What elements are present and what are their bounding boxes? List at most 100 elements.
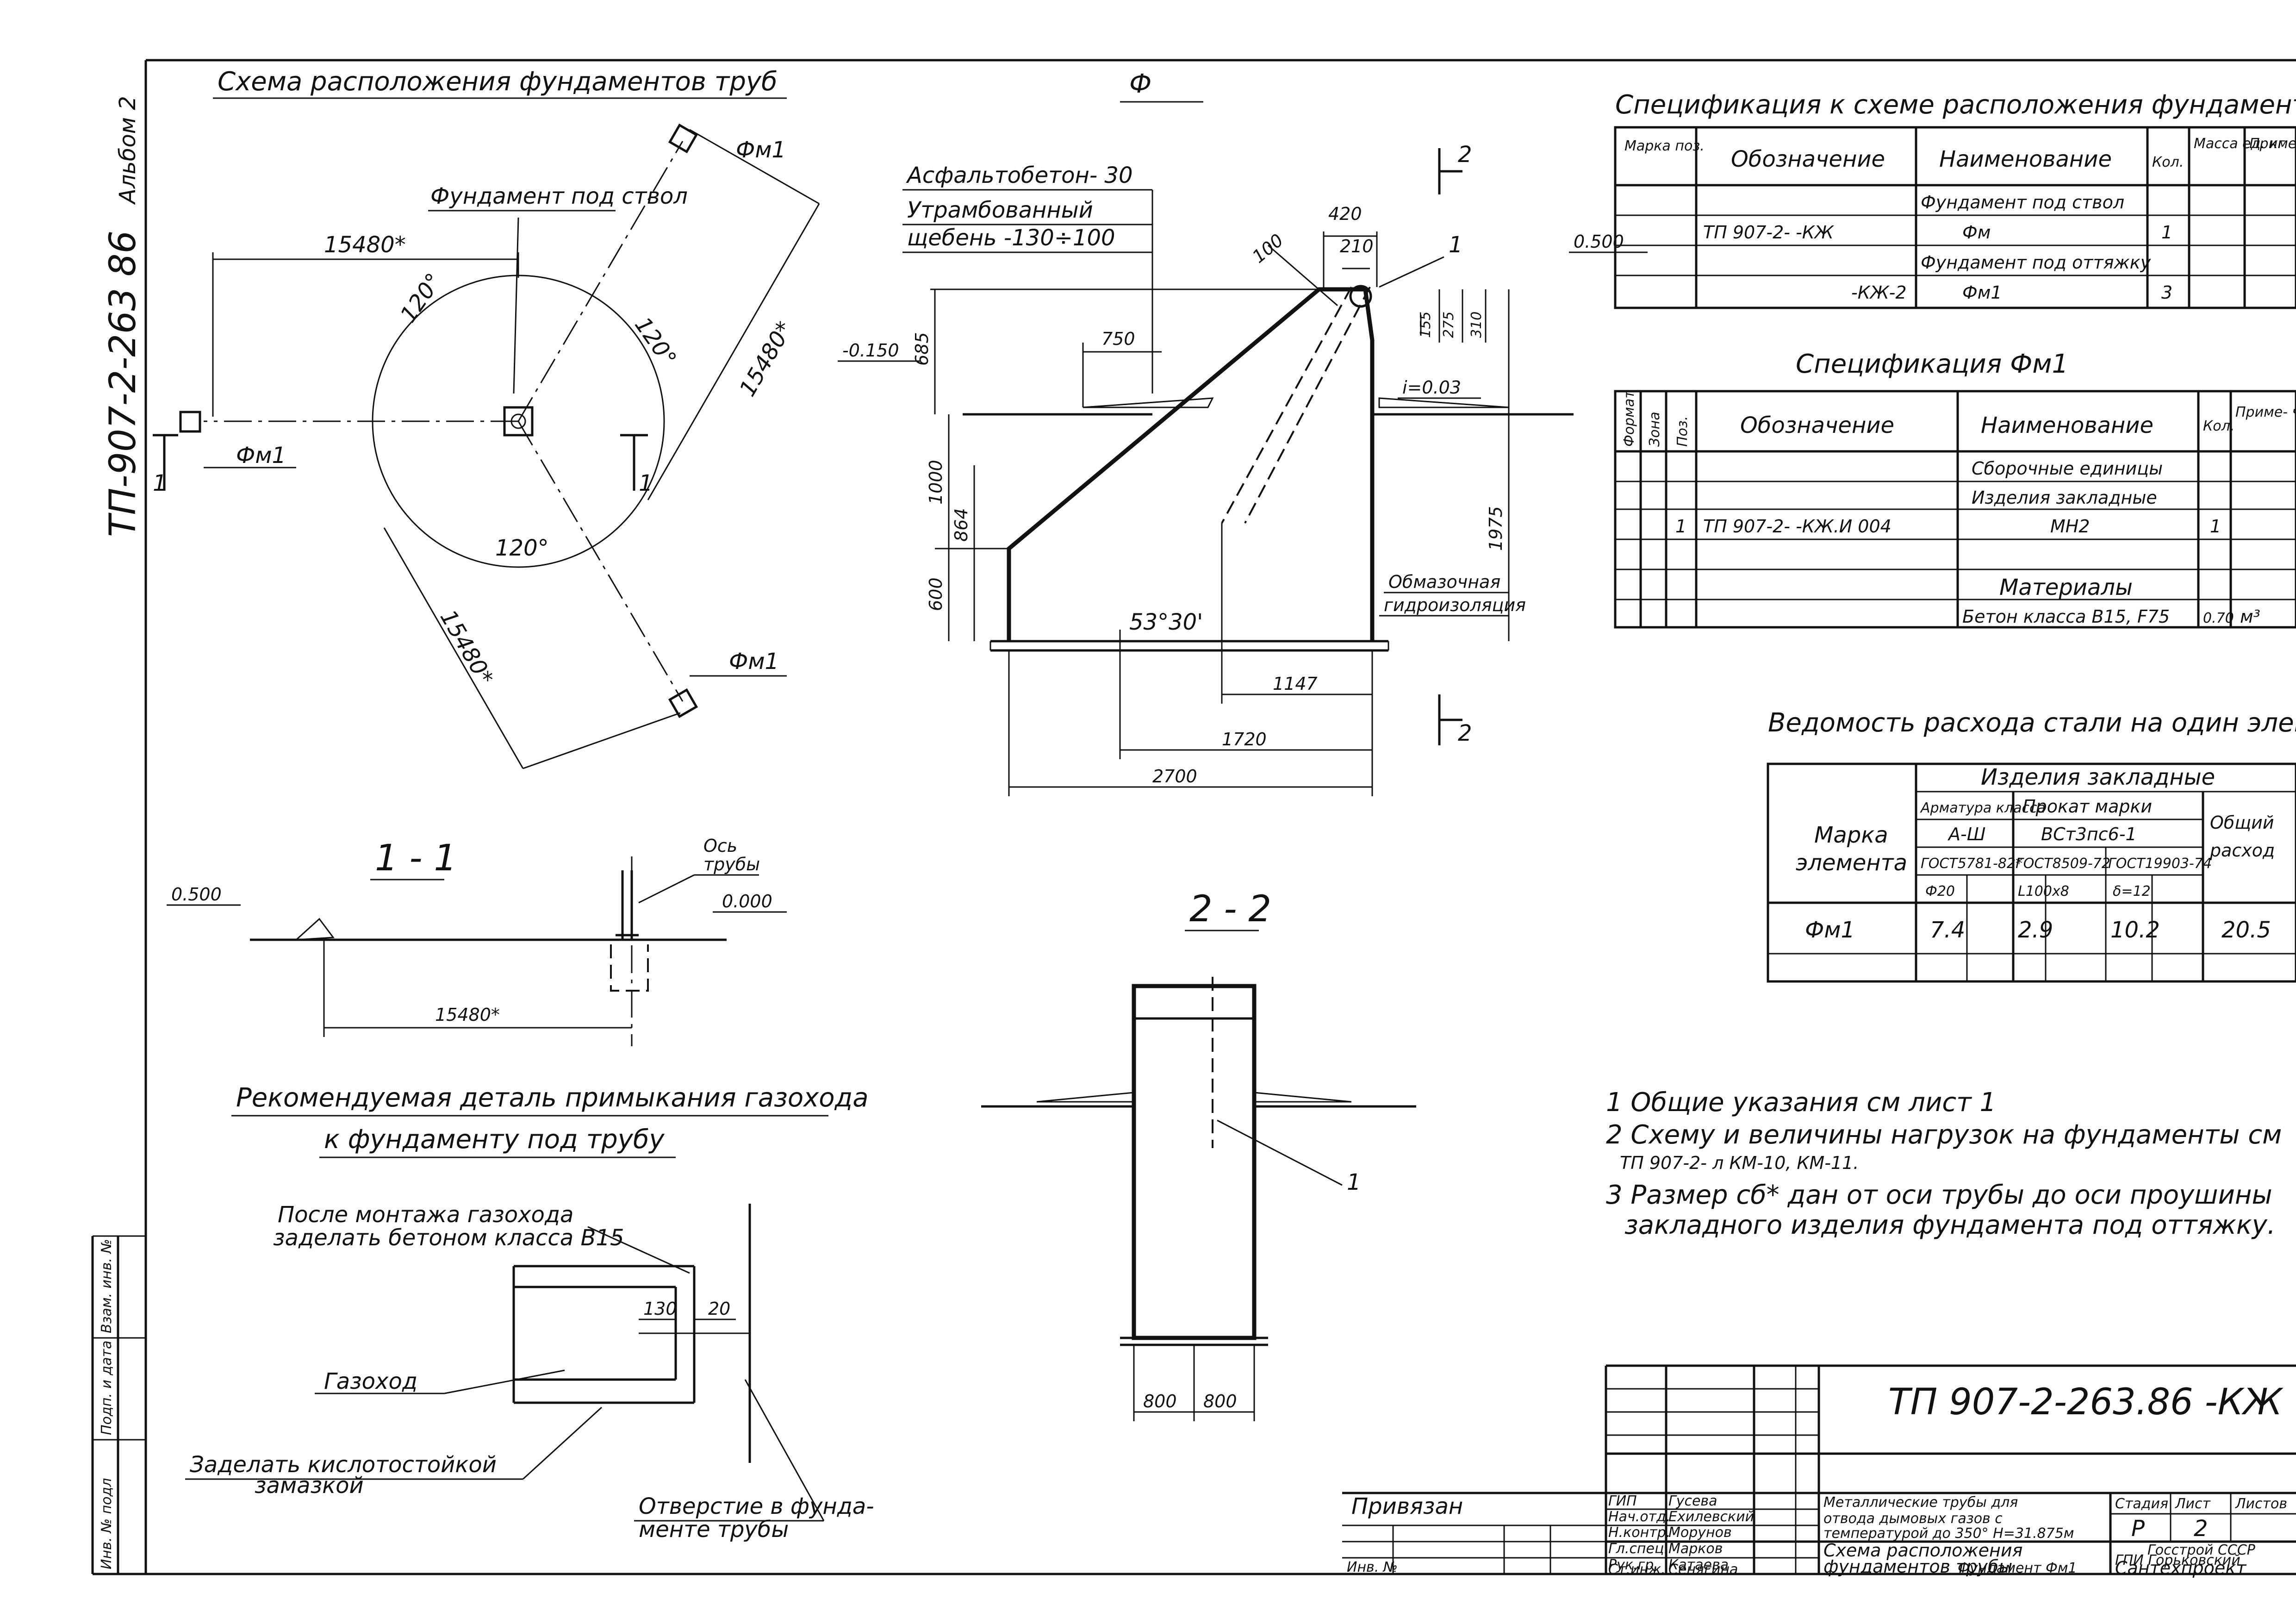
role-1: Нач.отд. <box>1608 1509 1670 1525</box>
sheet-title-1: Схема расположения <box>1823 1540 2022 1561</box>
stage-value: Р <box>2131 1516 2145 1542</box>
spec-table-1: Спецификация к схеме расположения фундам… <box>1614 90 2296 309</box>
fm1-label-bottom: Фм1 <box>729 649 779 675</box>
object-3: температурой до 350° Н=31.875м <box>1823 1525 2074 1542</box>
plan-dim-bottom: 15480* <box>435 606 498 689</box>
name-5: Сенягина <box>1668 1562 1738 1578</box>
steel-h-prof-s1: L100х8 <box>2018 883 2069 899</box>
hole-1: Отверстие в фунда- <box>639 1493 874 1519</box>
callout-1: 1 <box>1449 232 1463 258</box>
spec1-r1-name: Фундамент под ствол <box>1921 192 2124 212</box>
steel-h-prof-gost2: ГОСТ19903-74 <box>2108 856 2212 872</box>
sheet-title-2: фундаментов трубы <box>1823 1556 2012 1577</box>
object-2: отвода дымовых газов с <box>1823 1511 2003 1527</box>
steel-table: Ведомость расхода стали на один элемент,… <box>1767 708 2296 983</box>
steel-row-rebar: 7.4 <box>1930 917 1965 943</box>
detail-title-2: к фундаменту под трубу <box>324 1124 665 1155</box>
steel-h-mark-2: элемента <box>1796 850 1907 876</box>
dim-1000: 1000 <box>926 460 946 505</box>
left-stamp-sign: Подп. и дата <box>99 1341 115 1435</box>
angle-label: 53°30' <box>1129 609 1203 635</box>
name-1: Ехилевский <box>1668 1509 1754 1525</box>
spec2-r3-pos: 1 <box>1675 516 1686 537</box>
steel-h-prof-gost1: ГОСТ8509-72 <box>2016 856 2110 872</box>
spec2-h-qty: Кол. <box>2203 418 2234 434</box>
steel-h-rebar-gost: ГОСТ5781-82* <box>1921 856 2022 872</box>
inv-label: Инв. № <box>1347 1559 1398 1575</box>
note-3b: закладного изделия фундамента под оттяжк… <box>1624 1210 2276 1240</box>
dim-1975: 1975 <box>1486 506 1506 551</box>
steel-h-total-1: Общий <box>2210 812 2274 833</box>
detail-note-2: заделать бетоном класса В15 <box>273 1225 624 1251</box>
steel-h-rebar-cls: А-Ш <box>1947 824 1985 844</box>
section-1-1: 1 - 1 Ось трубы 0.500 0.000 15480* <box>167 836 787 1046</box>
section-f: Ф Асфальтобетон- 30 Утрамбованный щебень… <box>838 69 1648 796</box>
name-3: Марков <box>1668 1541 1723 1557</box>
spec2-r2-name: Изделия закладные <box>1972 487 2157 508</box>
org-3: Сантехпроект <box>2115 1558 2247 1578</box>
section-11-level-right: 0.000 <box>722 891 772 912</box>
steel-h-mark-1: Марка <box>1814 822 1888 848</box>
steel-row-mark: Фм1 <box>1805 917 1855 943</box>
fm1-left <box>179 411 201 433</box>
axis-2: трубы <box>703 854 760 874</box>
steel-h-rebar-d: Ф20 <box>1925 883 1955 899</box>
steel-h-prof-s2: δ=12 <box>2113 883 2151 899</box>
spec1-h-qty: Кол. <box>2152 154 2184 170</box>
spec2-r6-qty: 0.70 <box>2203 610 2234 626</box>
spec2-h-designation: Обозначение <box>1740 412 1894 438</box>
album-label: Альбом 2 <box>115 96 141 205</box>
note-1: 1 Общие указания см лист 1 <box>1606 1087 1996 1118</box>
dim-20: 20 <box>708 1299 730 1319</box>
spec2-r3-designation: ТП 907-2- -КЖ.И 004 <box>1703 516 1892 537</box>
spec1-r4-designation: -КЖ-2 <box>1851 282 1907 303</box>
object-1: Металлические трубы для <box>1823 1494 2018 1511</box>
dim-310: 310 <box>1468 312 1485 338</box>
name-0: Гусева <box>1668 1493 1717 1509</box>
section-22-body <box>1132 984 1257 1340</box>
title-block: ТП 907-2-263.86 -КЖ Привязан Инв. № ГИП … <box>1342 1364 2296 1578</box>
seal-1: Заделать кислотостойкой <box>190 1452 497 1478</box>
note-2: 2 Схему и величины нагрузок на фундамент… <box>1606 1120 2282 1150</box>
fm1-label-left: Фм1 <box>236 443 286 468</box>
role-5: Ст.инж. <box>1608 1562 1666 1578</box>
detail-note-1: После монтажа газохода <box>278 1202 573 1228</box>
detail-title-1: Рекомендуемая деталь примыкания газохода <box>236 1083 869 1113</box>
sheet-header: Лист <box>2175 1496 2211 1512</box>
sheet-number: 2 <box>2194 1516 2208 1542</box>
section-22-title: 2 - 2 <box>1189 888 1271 930</box>
role-2: Н.контр. <box>1608 1524 1670 1541</box>
name-4: Катаева <box>1668 1557 1729 1573</box>
spec2-h-pos: Поз. <box>1674 416 1691 447</box>
role-3: Гл.спец. <box>1608 1541 1668 1557</box>
role-4: Рук.гр. <box>1608 1557 1658 1573</box>
detail-view: Рекомендуемая деталь примыкания газохода… <box>185 1083 874 1543</box>
privyazan-label: Привязан <box>1351 1493 1463 1519</box>
sheet-frame <box>91 59 2296 1575</box>
section-mark-left: 1 <box>153 470 167 496</box>
side-code: ТП-907-2-263 86 <box>102 231 144 537</box>
steel-row-total: 20.5 <box>2221 917 2271 943</box>
dim-1147: 1147 <box>1273 674 1318 694</box>
spec1-h-mark: Марка поз. <box>1624 138 1705 154</box>
spec2-h-zone: Зона <box>1647 412 1663 447</box>
spec1-h-mass: Масса ед. кг <box>2194 136 2285 152</box>
dim-864: 864 <box>951 508 971 542</box>
dim-800-right: 800 <box>1203 1391 1237 1412</box>
section-11-level-left: 0.500 <box>171 884 222 905</box>
gas-duct-label: Газоход <box>324 1368 417 1394</box>
dim-600: 600 <box>926 577 946 611</box>
steel-title: Ведомость расхода стали на один элемент,… <box>1768 708 2296 738</box>
slope-label: i=0.03 <box>1402 377 1461 398</box>
stage-header: Стадия <box>2115 1496 2168 1512</box>
spec1-r4-qty: 3 <box>2161 282 2172 303</box>
spec1-r4-name: Фм1 <box>1962 282 2002 303</box>
dim-420: 420 <box>1328 204 1362 224</box>
plan-dim-left: 15480* <box>324 232 406 258</box>
note-3: 3 Размер сб* дан от оси трубы до оси про… <box>1606 1180 2272 1210</box>
layer-2: Утрамбованный <box>907 197 1093 223</box>
steel-h-total-2: расход <box>2209 840 2275 861</box>
section-f-title: Ф <box>1129 69 1151 99</box>
spec2-r3-qty: 1 <box>2210 516 2221 537</box>
